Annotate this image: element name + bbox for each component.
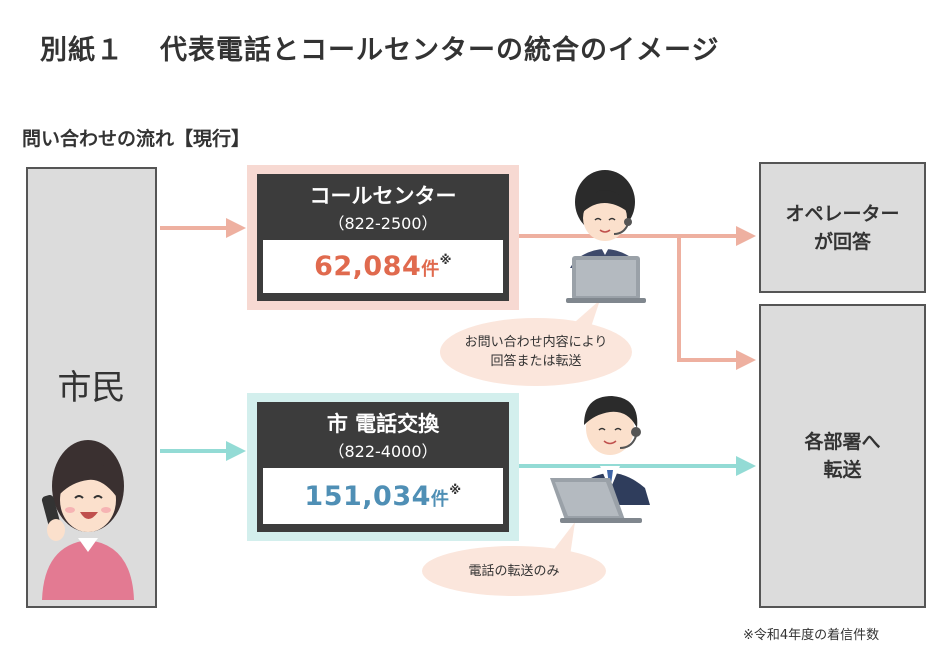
exchange-number: （822-4000） — [328, 442, 438, 461]
call-center-name: コールセンター — [309, 184, 457, 208]
call-center-panel: コールセンター （822-2500） 62,084件※ — [257, 174, 509, 301]
department-transfer-line2: 転送 — [823, 459, 862, 481]
exchange-name: 市 電話交換 — [326, 412, 440, 436]
exchange-count: 151,034件※ — [304, 481, 461, 512]
citizen-label: 市民 — [57, 368, 126, 408]
operator-answer-line2: が回答 — [813, 230, 871, 253]
call-center-count-box: 62,084件※ — [263, 240, 503, 293]
call-center-box: コールセンター （822-2500） 62,084件※ — [247, 165, 519, 310]
call-center-count-unit: 件 — [421, 259, 440, 280]
page-title-label: 別紙１ — [40, 35, 124, 66]
call-center-count-value: 62,084 — [314, 251, 422, 282]
operator-answer-box: オペレーター が回答 — [759, 162, 926, 293]
callcenter-bubble-line1: お問い合わせ内容により — [464, 335, 608, 350]
callcenter-speech-bubble — [440, 300, 632, 386]
exchange-count-mark: ※ — [449, 482, 462, 497]
footnote: ※令和4年度の着信件数 — [743, 628, 880, 643]
male-operator-illustration — [550, 396, 650, 523]
exchange-count-unit: 件 — [430, 488, 450, 510]
page-title-text: 代表電話とコールセンターの統合のイメージ — [160, 35, 720, 66]
department-transfer-line1: 各部署へ — [804, 431, 881, 453]
callcenter-bubble-line2: 回答または転送 — [490, 354, 582, 369]
page-title: 別紙１ 代表電話とコールセンターの統合のイメージ — [40, 28, 719, 67]
exchange-count-box: 151,034件※ — [263, 468, 503, 524]
call-center-count-mark: ※ — [439, 253, 452, 267]
female-operator-illustration — [566, 170, 646, 303]
arrow-callcenter-to-department — [677, 236, 756, 370]
exchange-panel: 市 電話交換 （822-4000） 151,034件※ — [257, 402, 509, 532]
callcenter-bubble-text: お問い合わせ内容により 回答または転送 — [446, 333, 626, 371]
exchange-bubble-text: 電話の転送のみ — [468, 564, 560, 579]
call-center-count: 62,084件※ — [314, 251, 452, 282]
operator-answer-line1: オペレーター — [785, 202, 900, 225]
exchange-box: 市 電話交換 （822-4000） 151,034件※ — [247, 393, 519, 541]
exchange-speech-bubble — [422, 522, 606, 596]
section-subtitle: 問い合わせの流れ【現行】 — [22, 128, 251, 150]
exchange-count-value: 151,034 — [304, 480, 431, 512]
call-center-number: （822-2500） — [328, 214, 438, 233]
department-transfer-box: 各部署へ 転送 — [759, 304, 926, 608]
